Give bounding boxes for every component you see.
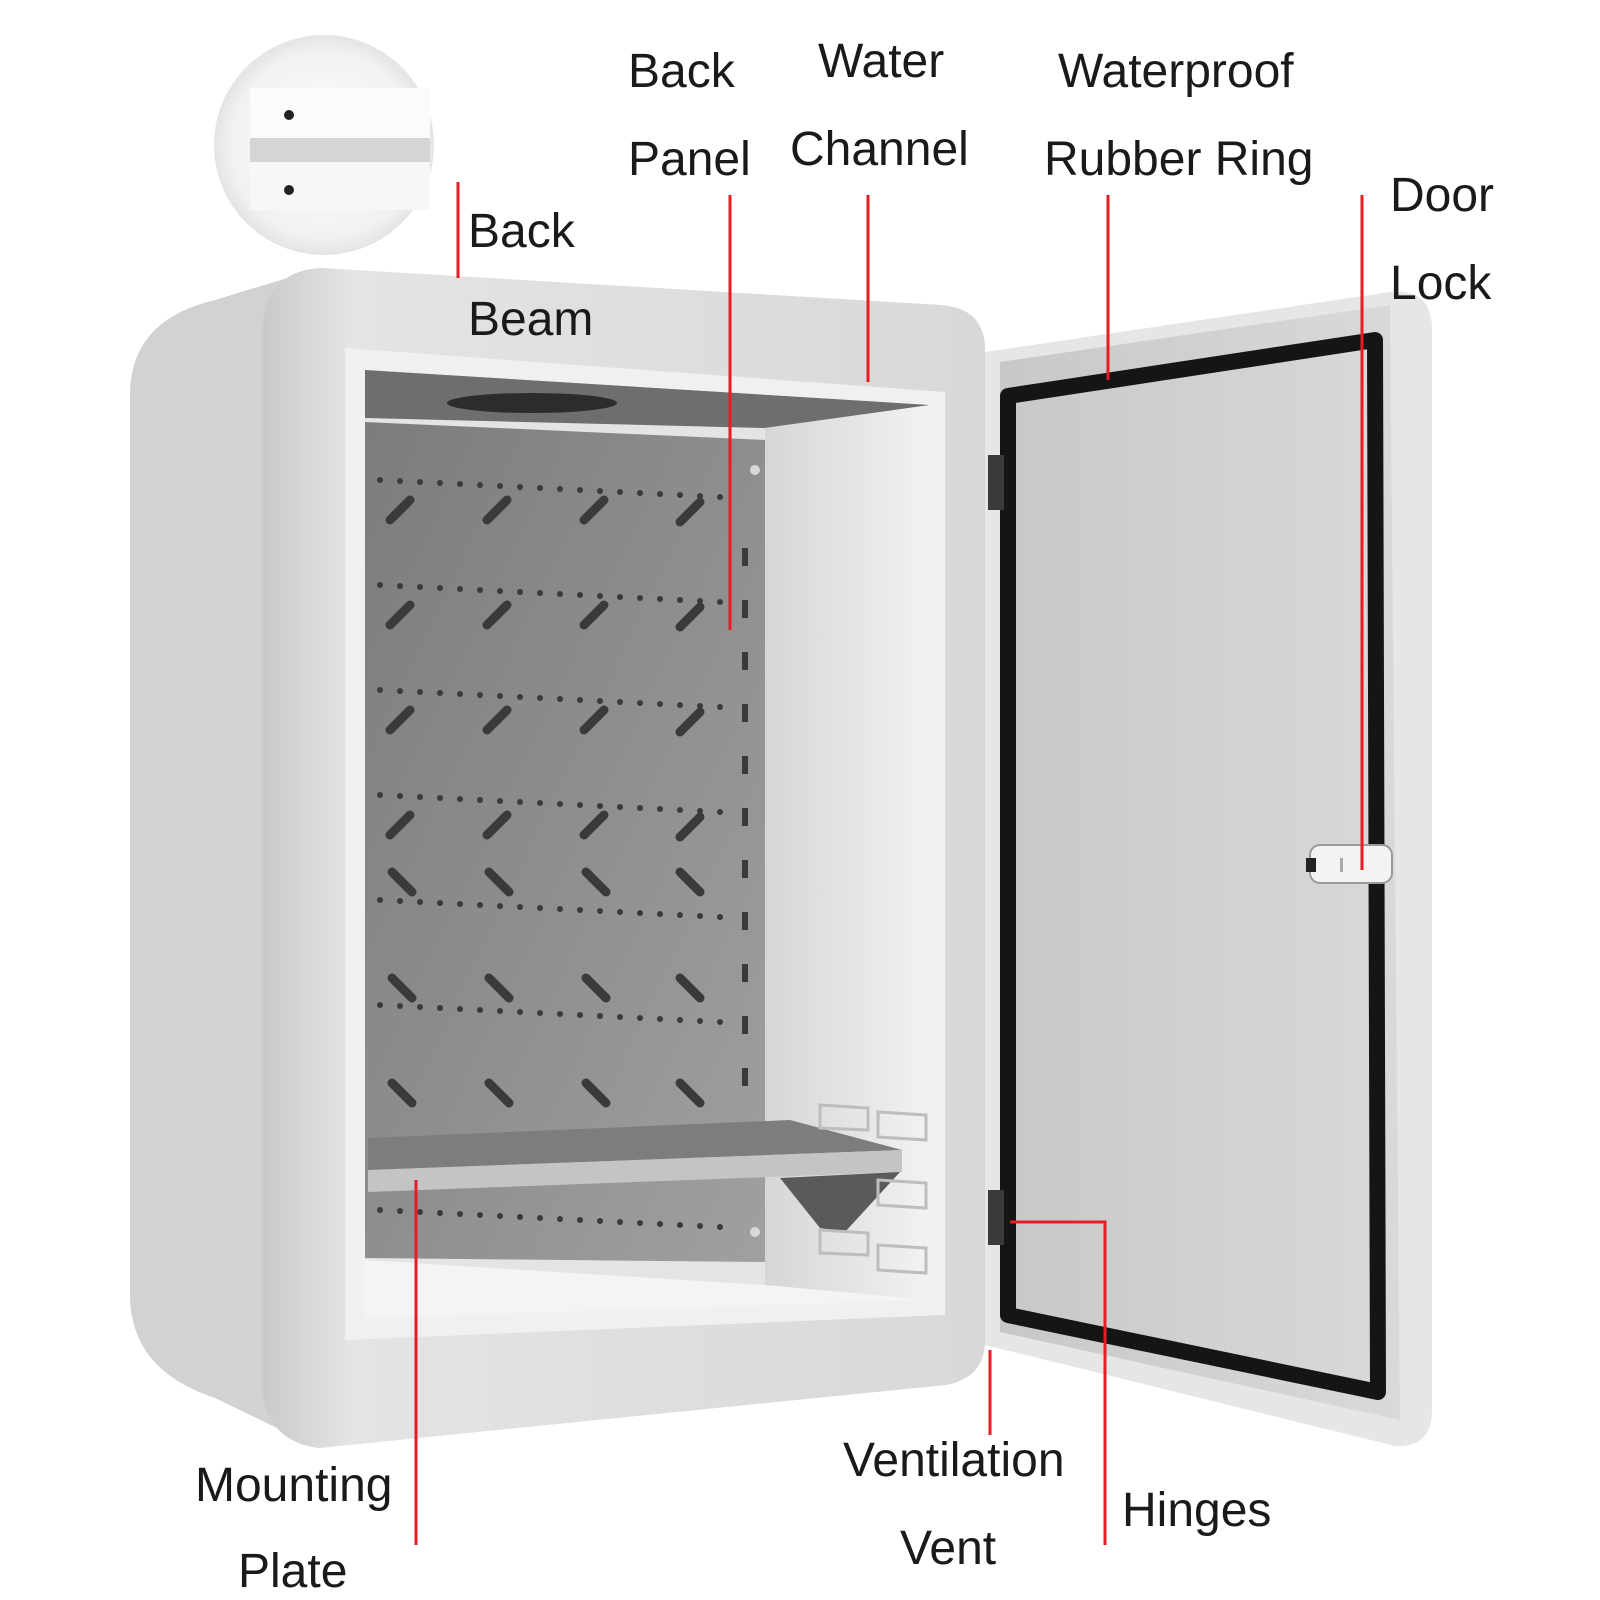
label-water-channel-2: Channel (790, 123, 969, 176)
ventilation-louvers (818, 1103, 928, 1275)
label-mounting-plate-2: Plate (238, 1545, 348, 1598)
back-panel-holes (377, 477, 723, 1230)
label-ventilation-2: Vent (900, 1522, 997, 1575)
back-panel-side-rail (742, 548, 748, 1086)
leader-hinges (1010, 1220, 1107, 1545)
label-water-channel-1: Water (818, 35, 945, 88)
label-waterproof-ring-2: Rubber Ring (1044, 133, 1314, 186)
door (985, 291, 1432, 1447)
label-ventilation-1: Ventilation (843, 1434, 1065, 1487)
label-back-beam-2: Beam (468, 293, 594, 346)
waterproof-rubber-seal (1000, 332, 1386, 1400)
mounting-plate (368, 1120, 902, 1232)
back-beam-detail-inset (214, 35, 434, 255)
label-back-panel-2: Panel (628, 133, 751, 186)
label-mounting-plate-1: Mounting (195, 1459, 393, 1512)
back-panel (365, 422, 765, 1262)
label-waterproof-ring-1: Waterproof (1058, 45, 1294, 98)
door-lock-icon (1306, 844, 1393, 884)
label-back-beam-1: Back (468, 205, 575, 258)
label-back-panel-1: Back (628, 45, 735, 98)
label-door-lock-1: Door (1390, 169, 1495, 222)
back-panel-slots (385, 495, 705, 1108)
leader-lines (414, 182, 1364, 1545)
label-door-lock-2: Lock (1390, 257, 1492, 310)
label-hinges: Hinges (1122, 1484, 1272, 1537)
